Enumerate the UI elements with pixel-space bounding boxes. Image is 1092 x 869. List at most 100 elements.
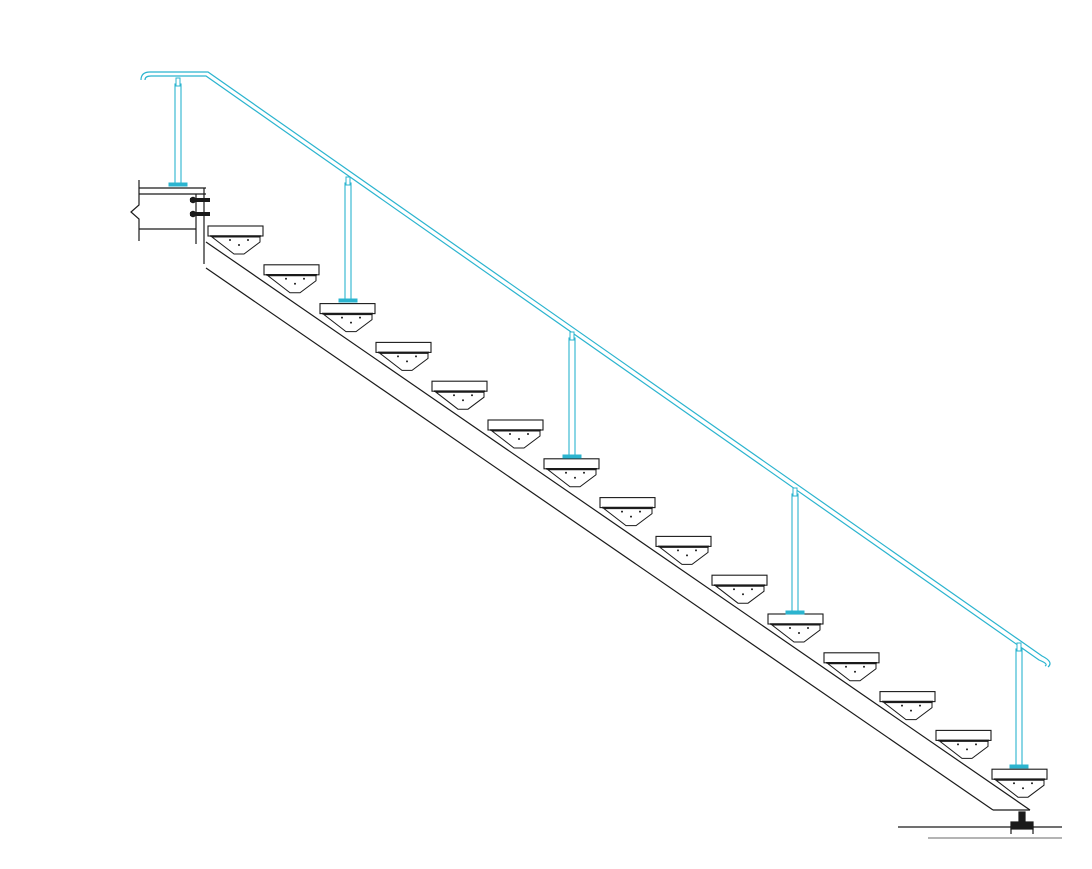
bracket-bolt — [294, 282, 296, 285]
handrail-post-5 — [1009, 642, 1029, 769]
bracket-bolt — [527, 433, 529, 435]
bracket-bolt — [453, 394, 455, 397]
handrail — [140, 71, 1051, 668]
stair-stringer — [205, 241, 1031, 811]
upper-landing — [130, 180, 206, 264]
tread-board — [599, 497, 656, 509]
stair-treads — [207, 225, 1048, 798]
bracket-bolt — [695, 549, 697, 552]
bracket-bolt — [518, 438, 520, 440]
tread-bracket — [994, 779, 1045, 798]
tread-bracket — [602, 508, 653, 527]
tread-10 — [711, 574, 768, 604]
handrail-post-1 — [168, 77, 188, 187]
bolt-head-lower — [189, 210, 197, 218]
tread-board — [207, 225, 264, 237]
bracket-bolt — [471, 394, 473, 397]
tread-6 — [487, 419, 544, 449]
bracket-bolt — [341, 316, 343, 319]
tread-board — [711, 574, 768, 586]
post-shaft — [1015, 648, 1023, 767]
tread-15 — [991, 768, 1048, 798]
handrail-post-4 — [785, 487, 805, 615]
tread-board — [935, 729, 992, 741]
bracket-bolt — [285, 277, 287, 280]
bolt-upper — [190, 198, 210, 202]
bracket-bolt — [845, 665, 847, 668]
bracket-bolt — [359, 316, 361, 319]
bracket-bolt — [397, 355, 399, 358]
tread-board — [487, 419, 544, 431]
tread-bracket — [490, 430, 541, 449]
bracket-bolt — [583, 471, 585, 474]
post-base-plate — [1009, 764, 1029, 769]
bracket-bolt — [901, 704, 903, 707]
bracket-bolt — [863, 665, 865, 668]
tread-board — [319, 303, 376, 315]
handrail-post-3 — [562, 331, 582, 459]
post-shaft — [344, 182, 352, 301]
anchor-bolts — [189, 196, 210, 218]
bracket-bolt — [415, 355, 417, 358]
tread-bracket — [546, 469, 597, 488]
bolt-lower — [190, 212, 210, 216]
tread-13 — [879, 691, 936, 721]
tread-bracket — [378, 352, 429, 371]
handrail-bottom-line — [144, 75, 1047, 667]
tread-11 — [767, 613, 824, 643]
bracket-bolt — [303, 277, 305, 280]
tread-board — [375, 341, 432, 353]
bolt-head-upper — [189, 196, 197, 204]
post-saddle — [569, 331, 575, 341]
bracket-bolt — [630, 515, 632, 518]
stringer-top-edge — [205, 241, 1031, 811]
bracket-bolt — [910, 709, 912, 712]
bracket-bolt — [742, 593, 744, 596]
post-saddle — [1016, 642, 1022, 652]
tread-board — [879, 691, 936, 703]
tread-14 — [935, 729, 992, 759]
tread-bracket — [938, 740, 989, 759]
post-base-plate — [562, 454, 582, 459]
bracket-bolt — [966, 748, 968, 751]
bracket-bolt — [350, 321, 352, 324]
handrail-top-line — [140, 71, 1051, 668]
handrail-posts — [168, 77, 1029, 769]
bracket-bolt — [854, 670, 856, 673]
post-base-plate — [338, 298, 358, 303]
bracket-bolt — [406, 360, 408, 363]
stringer-bottom-edge — [205, 267, 994, 811]
bracket-bolt — [919, 704, 921, 707]
bracket-bolt — [957, 743, 959, 746]
tread-bracket — [882, 702, 933, 721]
bracket-bolt — [1022, 787, 1024, 790]
post-saddle — [792, 487, 798, 497]
tread-4 — [375, 341, 432, 371]
bracket-bolt — [686, 554, 688, 557]
tread-bracket — [770, 624, 821, 643]
tread-8 — [599, 497, 656, 527]
landing-break-line — [130, 180, 140, 241]
tread-board — [991, 768, 1048, 780]
bracket-bolt — [1013, 782, 1015, 785]
tread-board — [823, 652, 880, 664]
tread-bracket — [210, 236, 261, 255]
post-shaft — [568, 337, 576, 457]
tread-3 — [319, 303, 376, 333]
tread-bracket — [266, 275, 317, 294]
tread-bracket — [322, 314, 373, 333]
bracket-bolt — [1031, 782, 1033, 785]
tread-board — [767, 613, 824, 625]
tread-7 — [543, 458, 600, 488]
tread-board — [263, 264, 320, 276]
tread-9 — [655, 535, 712, 565]
bracket-bolt — [462, 399, 464, 402]
tread-board — [431, 380, 488, 392]
bracket-bolt — [238, 244, 240, 246]
bracket-bolt — [639, 510, 641, 513]
post-base-plate — [168, 182, 188, 187]
tread-5 — [431, 380, 488, 410]
bracket-bolt — [733, 588, 735, 591]
post-shaft — [174, 83, 182, 185]
